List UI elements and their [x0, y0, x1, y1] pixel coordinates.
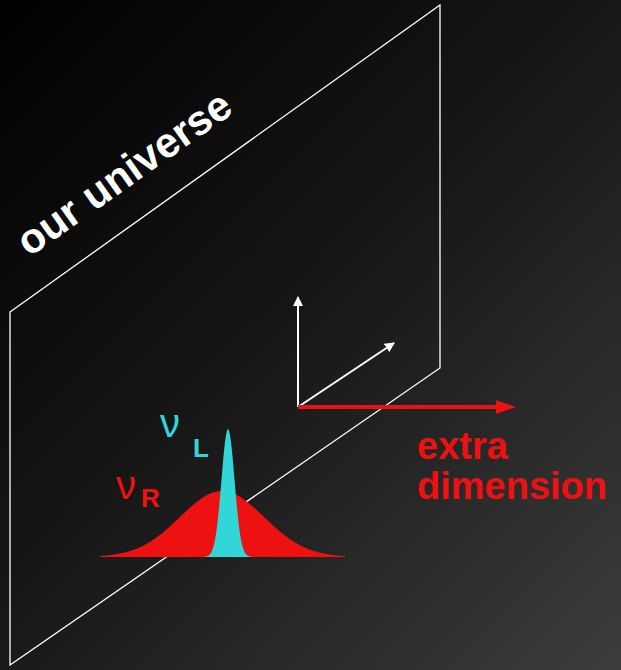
extra-dimension-axis: [298, 405, 498, 409]
extra-dimension-arrowhead: [496, 400, 516, 414]
axis-arrow: [298, 343, 394, 407]
neutrino-symbol: ν: [160, 403, 180, 443]
chirality-subscript: R: [141, 485, 160, 511]
axis-label: extra dimension: [417, 426, 617, 506]
universe-plane: [10, 5, 440, 665]
axis-arrow: [297, 297, 299, 407]
neutrino-symbol: ν: [116, 465, 136, 505]
chirality-subscript: L: [193, 435, 209, 461]
plane-label: our universe: [9, 83, 239, 263]
left-neutrino-wavefunction: [204, 429, 252, 557]
